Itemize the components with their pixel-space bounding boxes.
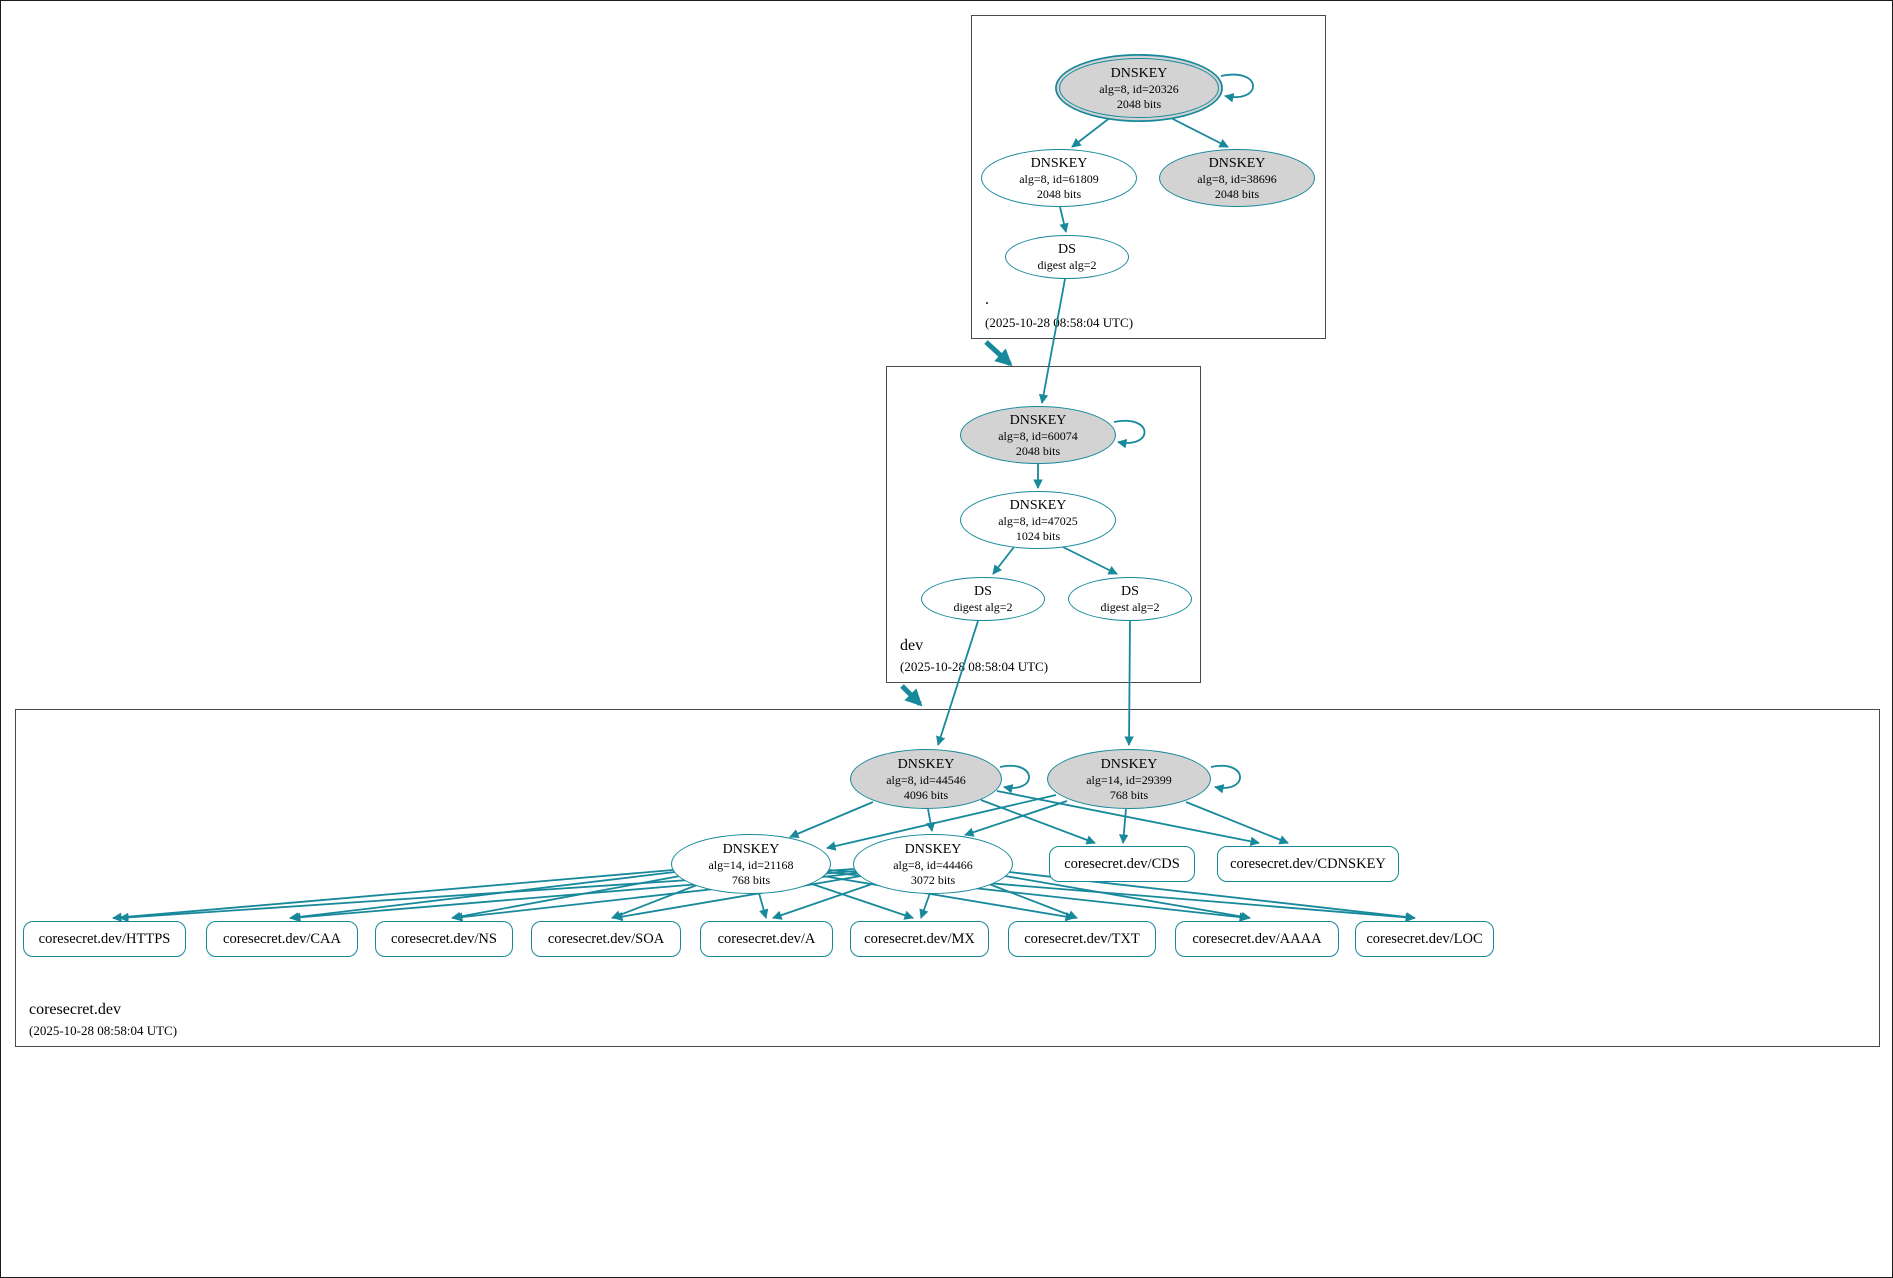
dnskey-dev-ksk-60074[interactable]: DNSKEY alg=8, id=60074 2048 bits <box>960 406 1116 464</box>
node-bits: 4096 bits <box>903 787 949 802</box>
node-alg-id: alg=14, id=21168 <box>708 857 794 872</box>
dnskey-root-ksk-20326[interactable]: DNSKEY alg=8, id=20326 2048 bits <box>1059 58 1219 118</box>
edge-ds-root-60074 <box>1038 278 1066 404</box>
edge-29399-cds <box>1119 808 1129 844</box>
zone-timestamp-root: (2025-10-28 08:58:04 UTC) <box>985 315 1134 330</box>
node-type-label: DNSKEY <box>722 841 780 857</box>
edge-21168-a <box>758 892 769 919</box>
node-alg-id: alg=8, id=38696 <box>1197 171 1277 186</box>
node-type-label: DNSKEY <box>1009 412 1067 428</box>
dnskey-coresecret-ksk-29399[interactable]: DNSKEY alg=14, id=29399 768 bits <box>1047 749 1211 809</box>
node-alg-id: alg=14, id=29399 <box>1086 772 1172 787</box>
node-alg-id: alg=8, id=44546 <box>886 772 966 787</box>
edge-ds1-44546 <box>936 620 979 746</box>
edge-21168-txt <box>822 875 1075 922</box>
edge-44466-aaaa <box>1004 875 1251 922</box>
delegation-dev-coresecret <box>900 684 923 707</box>
ds-dev-2[interactable]: DS digest alg=2 <box>1068 577 1192 621</box>
rrset-aaaa[interactable]: coresecret.dev/AAAA <box>1175 921 1339 957</box>
dnskey-coresecret-ksk-44546[interactable]: DNSKEY alg=8, id=44546 4096 bits <box>850 749 1002 809</box>
edge-selfloop-60074 <box>1113 419 1146 449</box>
node-alg-id: alg=8, id=61809 <box>1019 171 1099 186</box>
edge-44546-44466 <box>925 808 936 832</box>
rrset-loc[interactable]: coresecret.dev/LOC <box>1355 921 1494 957</box>
edge-61809-ds-root <box>1059 206 1069 233</box>
rrset-mx[interactable]: coresecret.dev/MX <box>850 921 989 957</box>
edge-44466-mx <box>919 892 931 919</box>
edge-29399-44466 <box>964 800 1068 837</box>
ds-root[interactable]: DS digest alg=2 <box>1005 235 1129 279</box>
node-bits: 2048 bits <box>1214 186 1260 201</box>
node-alg-id: alg=8, id=20326 <box>1099 81 1179 96</box>
node-bits: 768 bits <box>1109 787 1149 802</box>
node-bits: 2048 bits <box>1036 186 1082 201</box>
node-type-label: DNSKEY <box>1100 756 1158 772</box>
node-digest: digest alg=2 <box>953 600 1013 615</box>
dnskey-coresecret-zsk-21168[interactable]: DNSKEY alg=14, id=21168 768 bits <box>671 834 831 894</box>
edge-29399-cdnskey <box>1185 801 1289 845</box>
node-type-label: DNSKEY <box>1208 155 1266 171</box>
dnskey-coresecret-zsk-44466[interactable]: DNSKEY alg=8, id=44466 3072 bits <box>853 834 1013 894</box>
zone-timestamp-dev: (2025-10-28 08:58:04 UTC) <box>900 659 1049 674</box>
rrset-a[interactable]: coresecret.dev/A <box>700 921 833 957</box>
edge-selfloop-44546 <box>999 764 1030 794</box>
rrset-caa[interactable]: coresecret.dev/CAA <box>206 921 358 957</box>
edge-47025-ds1 <box>992 546 1015 575</box>
edge-44466-txt <box>988 883 1078 920</box>
node-type-label: DNSKEY <box>904 841 962 857</box>
rrset-soa[interactable]: coresecret.dev/SOA <box>531 921 681 957</box>
zone-box-root <box>971 15 1326 339</box>
rrset-https[interactable]: coresecret.dev/HTTPS <box>23 921 186 957</box>
node-digest: digest alg=2 <box>1100 600 1160 615</box>
node-type-label: DNSKEY <box>1110 65 1168 81</box>
rrset-cds[interactable]: coresecret.dev/CDS <box>1049 846 1195 882</box>
node-type-label: DNSKEY <box>897 756 955 772</box>
node-type-label: DS <box>1058 242 1076 258</box>
node-type-label: DNSKEY <box>1030 155 1088 171</box>
edge-44546-21168 <box>789 801 874 839</box>
zone-label-root: . <box>985 291 989 308</box>
zone-label-dev: dev <box>900 637 924 654</box>
edge-21168-caa <box>289 871 676 922</box>
edge-29399-21168 <box>826 794 1057 851</box>
node-alg-id: alg=8, id=47025 <box>998 513 1078 528</box>
dnskey-root-zsk-61809[interactable]: DNSKEY alg=8, id=61809 2048 bits <box>981 149 1137 207</box>
node-bits: 2048 bits <box>1116 96 1162 111</box>
edge-44466-a <box>772 882 876 920</box>
edge-21168-mx <box>808 882 914 920</box>
edge-20326-61809 <box>1071 116 1112 148</box>
node-type-label: DS <box>1121 584 1139 600</box>
rrset-cdnskey[interactable]: coresecret.dev/CDNSKEY <box>1217 846 1399 882</box>
edge-44466-soa <box>613 875 862 922</box>
node-type-label: DNSKEY <box>1009 497 1067 513</box>
edge-47025-ds2 <box>1062 546 1118 575</box>
edge-44546-cdnskey <box>996 790 1260 846</box>
node-bits: 1024 bits <box>1015 528 1061 543</box>
edge-21168-soa <box>611 884 698 920</box>
node-bits: 768 bits <box>731 872 771 887</box>
edge-20326-38696 <box>1168 116 1229 148</box>
edge-selfloop-29399 <box>1210 764 1241 794</box>
rrset-ns[interactable]: coresecret.dev/NS <box>375 921 513 957</box>
delegation-root-dev <box>984 340 1013 367</box>
edge-ds2-29399 <box>1124 620 1134 746</box>
node-bits: 3072 bits <box>910 872 956 887</box>
node-type-label: DS <box>974 584 992 600</box>
edge-selfloop-20326 <box>1220 73 1254 103</box>
zone-box-dev <box>886 366 1201 683</box>
node-alg-id: alg=8, id=60074 <box>998 428 1078 443</box>
dnskey-dev-zsk-47025[interactable]: DNSKEY alg=8, id=47025 1024 bits <box>960 491 1116 549</box>
ds-dev-1[interactable]: DS digest alg=2 <box>921 577 1045 621</box>
edge-21168-https <box>112 869 674 923</box>
zone-label-coresecret: coresecret.dev <box>29 1001 121 1018</box>
zone-box-coresecret <box>15 709 1880 1047</box>
dnskey-root-38696[interactable]: DNSKEY alg=8, id=38696 2048 bits <box>1159 149 1315 207</box>
rrset-txt[interactable]: coresecret.dev/TXT <box>1008 921 1156 957</box>
node-alg-id: alg=8, id=44466 <box>893 857 973 872</box>
node-bits: 2048 bits <box>1015 443 1061 458</box>
node-digest: digest alg=2 <box>1037 258 1097 273</box>
zone-timestamp-coresecret: (2025-10-28 08:58:04 UTC) <box>29 1023 178 1038</box>
